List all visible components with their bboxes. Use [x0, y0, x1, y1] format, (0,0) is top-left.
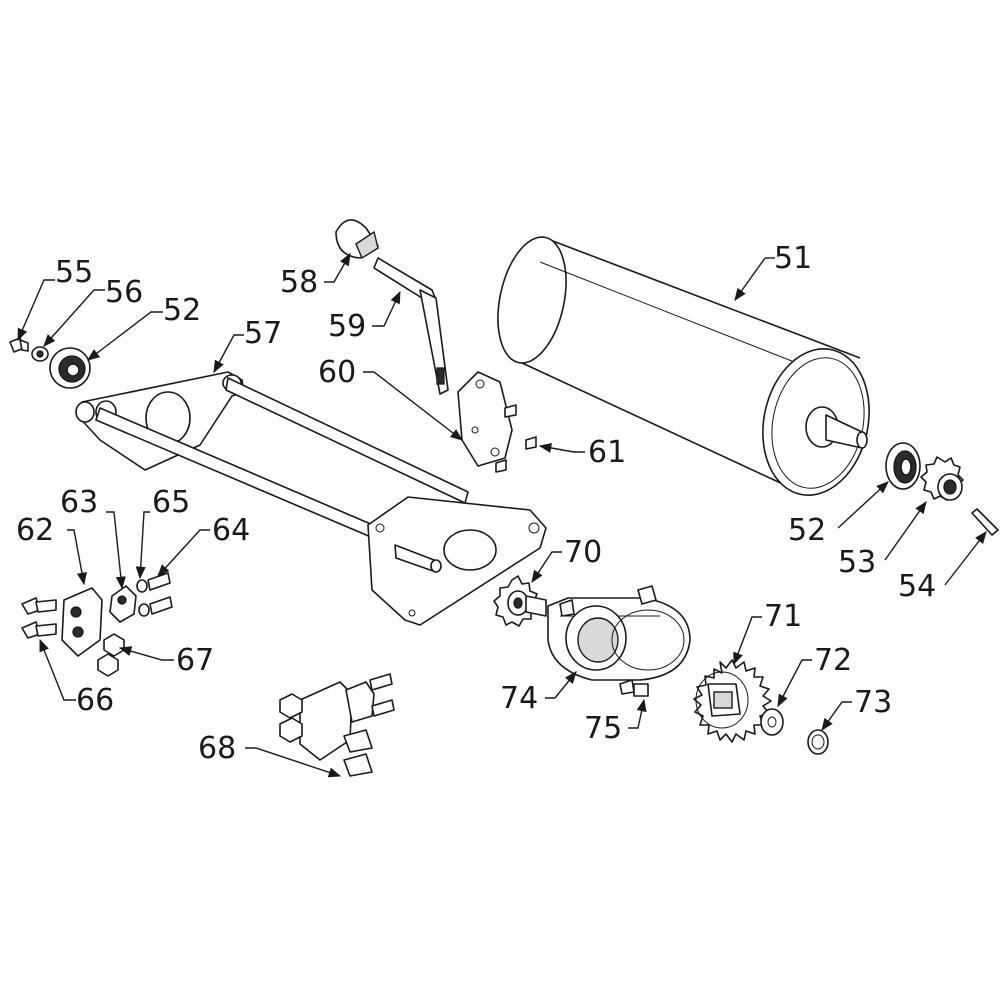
callout-65: 65	[152, 485, 190, 520]
clamp-block	[61, 587, 103, 657]
housing-bolt	[619, 679, 649, 697]
callout-72: 72	[814, 643, 852, 678]
clamp-assembly	[279, 673, 395, 777]
roller-frame	[75, 371, 547, 626]
roll-pin	[971, 508, 999, 536]
callout-51: 51	[774, 241, 812, 276]
callout-52-right: 52	[788, 513, 826, 548]
lever-arm	[373, 257, 449, 395]
clamp-bolts-left	[21, 597, 57, 639]
bolt-left-small	[9, 337, 29, 353]
sprocket-large	[693, 659, 772, 743]
callout-70: 70	[564, 535, 602, 570]
callout-67: 67	[176, 643, 214, 678]
handle-knob	[335, 219, 379, 260]
callout-labels: 51 52 53 54 55 56 52 57 58 59 60 61 62 6…	[16, 241, 936, 766]
snap-ring	[807, 729, 829, 755]
bracket-plate	[457, 371, 513, 467]
leader-lines	[17, 252, 987, 778]
callout-58: 58	[280, 265, 318, 300]
sprocket-small-left	[493, 575, 547, 627]
gear-housing	[547, 585, 691, 681]
bracket-bolts	[495, 404, 537, 473]
roller-drum	[497, 236, 870, 496]
callout-55: 55	[55, 255, 93, 290]
callout-54: 54	[898, 569, 936, 604]
clamp-nuts	[97, 633, 125, 677]
callout-74: 74	[500, 681, 538, 716]
bearing-left	[49, 347, 91, 389]
callout-68: 68	[198, 731, 236, 766]
callout-66: 66	[76, 683, 114, 718]
washer-left	[31, 346, 49, 362]
callout-53: 53	[838, 545, 876, 580]
callout-61: 61	[588, 435, 626, 470]
callout-52-left: 52	[163, 293, 201, 328]
callout-64: 64	[212, 513, 250, 548]
callout-75: 75	[584, 711, 622, 746]
callout-73: 73	[854, 685, 892, 720]
callout-56: 56	[105, 275, 143, 310]
sprocket-small-right	[920, 456, 964, 501]
callout-57: 57	[244, 316, 282, 351]
bearing-right	[885, 442, 921, 490]
callout-63: 63	[60, 485, 98, 520]
clamp-bolts-upper	[136, 572, 173, 617]
small-clamp	[109, 585, 137, 623]
washer-large	[760, 708, 784, 736]
callout-62: 62	[16, 513, 54, 548]
callout-59: 59	[328, 309, 366, 344]
callout-60: 60	[318, 355, 356, 390]
callout-71: 71	[764, 599, 802, 634]
